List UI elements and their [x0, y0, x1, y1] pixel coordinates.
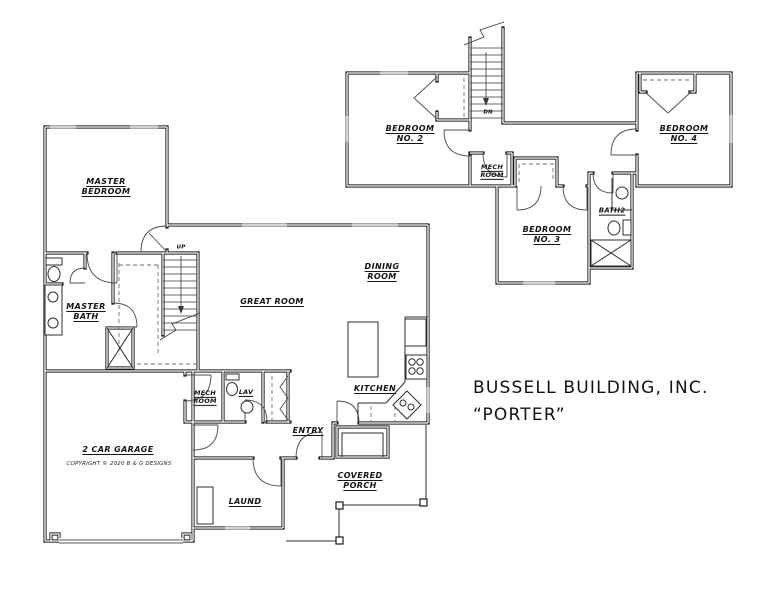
room-label-laundry: LAUND — [228, 497, 262, 506]
door-swings — [69, 76, 692, 487]
garage-door — [59, 538, 183, 544]
washer-dryer — [196, 486, 214, 525]
room-label-entry: ENTRY — [292, 426, 324, 435]
upper-staircase — [463, 21, 505, 119]
room-label-mech-room-upper: MECH ROOM — [480, 162, 504, 179]
room-label-bedroom-2: BEDROOM NO. 2 — [385, 124, 435, 143]
main-staircase — [159, 256, 201, 341]
kitchen-fixtures — [347, 316, 428, 423]
copyright-note: COPYRIGHT © 2020 B & G DESIGNS — [66, 461, 172, 467]
company-name: BUSSELL BUILDING, INC. — [473, 378, 709, 398]
room-label-bedroom-3: BEDROOM NO. 3 — [522, 225, 572, 244]
room-label-dining-room: DINING ROOM — [364, 262, 400, 281]
plan-name: “PORTER” — [473, 405, 566, 425]
closet-shelving-dashed — [118, 78, 692, 522]
bath2-fixtures — [590, 178, 632, 267]
covered-porch-edge — [286, 425, 428, 545]
room-label-kitchen: KITCHEN — [353, 384, 397, 393]
title-block: BUSSELL BUILDING, INC. “PORTER” — [473, 378, 709, 425]
master-bath-fixtures — [44, 257, 134, 369]
room-label-lav: LAV — [238, 387, 254, 396]
windows — [50, 70, 734, 531]
room-label-master-bath: MASTER BATH — [66, 302, 106, 321]
room-label-bedroom-4: BEDROOM NO. 4 — [659, 124, 709, 143]
room-label-mech-room-main: MECH ROOM — [193, 388, 217, 405]
stair-label-dn: DN — [483, 109, 493, 116]
room-label-great-room: GREAT ROOM — [240, 297, 304, 306]
room-label-garage: 2 CAR GARAGE — [82, 445, 154, 454]
stair-label-up: UP — [176, 244, 186, 251]
kitchen-island — [347, 321, 379, 378]
room-label-covered-porch: COVERED PORCH — [337, 471, 383, 490]
room-label-master-bedroom: MASTER BEDROOM — [81, 177, 131, 196]
lav-fixtures — [225, 373, 254, 414]
room-label-bath-2: BATH2 — [598, 206, 626, 215]
